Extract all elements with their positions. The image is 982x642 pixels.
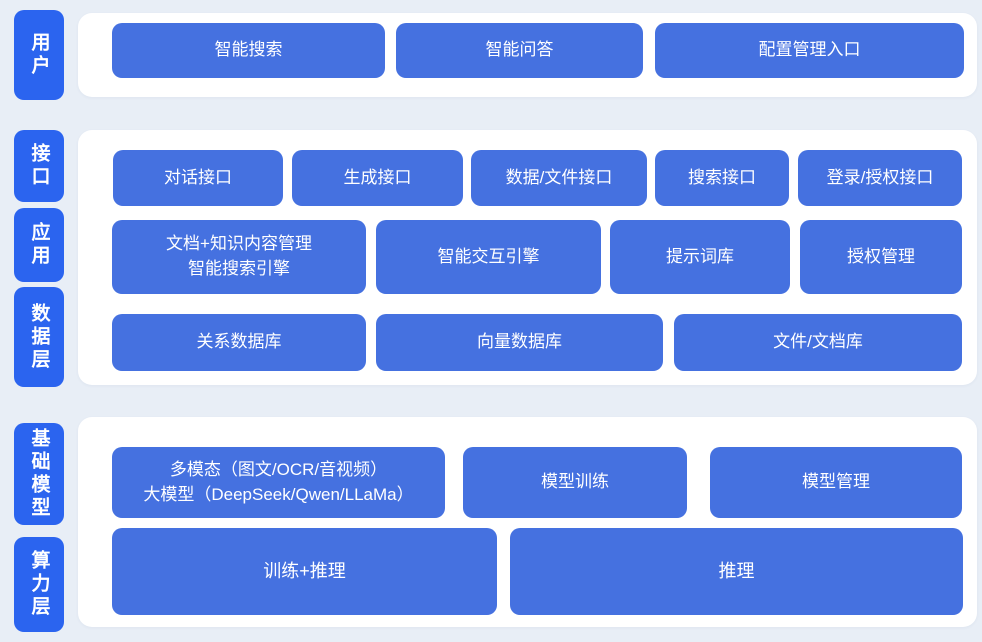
node-doc-knowledge-search-engine: 文档+知识内容管理 智能搜索引擎: [112, 220, 366, 294]
layer-tab-user: 用户: [14, 10, 64, 100]
node-model-management: 模型管理: [710, 447, 962, 518]
node-config-management-entry: 配置管理入口: [655, 23, 964, 78]
node-dialog-api: 对话接口: [113, 150, 283, 206]
node-generation-api: 生成接口: [292, 150, 463, 206]
node-multimodal-llm: 多模态（图文/OCR/音视频） 大模型（DeepSeek/Qwen/LLaMa）: [112, 447, 445, 518]
node-inference: 推理: [510, 528, 963, 615]
layer-tab-compute: 算力层: [14, 537, 64, 632]
node-training-inference: 训练+推理: [112, 528, 497, 615]
node-smart-qa: 智能问答: [396, 23, 643, 78]
node-prompt-library: 提示词库: [610, 220, 790, 294]
node-search-api: 搜索接口: [655, 150, 789, 206]
node-data-file-api: 数据/文件接口: [471, 150, 647, 206]
layer-tab-data: 数据层: [14, 287, 64, 387]
node-interaction-engine: 智能交互引擎: [376, 220, 601, 294]
layer-tab-interface: 接口: [14, 130, 64, 202]
node-smart-search: 智能搜索: [112, 23, 385, 78]
node-file-doc-store: 文件/文档库: [674, 314, 962, 371]
node-relational-db: 关系数据库: [112, 314, 366, 371]
node-vector-db: 向量数据库: [376, 314, 663, 371]
node-auth-management: 授权管理: [800, 220, 962, 294]
layer-tab-application: 应用: [14, 208, 64, 282]
layer-tab-foundation-model: 基础模型: [14, 423, 64, 525]
node-login-auth-api: 登录/授权接口: [798, 150, 962, 206]
node-model-training: 模型训练: [463, 447, 687, 518]
